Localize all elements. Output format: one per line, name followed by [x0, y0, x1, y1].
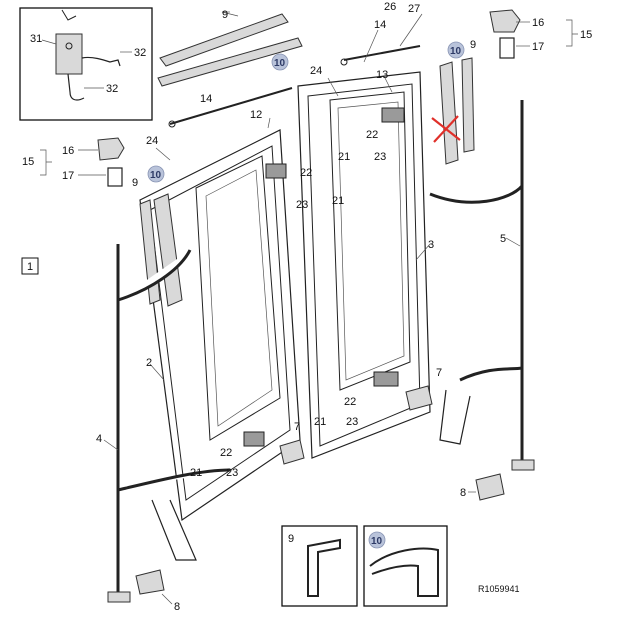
label-5: 5: [500, 233, 506, 245]
label-1: 1: [27, 261, 33, 273]
label-21: 21: [338, 151, 350, 163]
part-number-labels: 9 9 9 9 10 10 10 10 31 32 32 15 16 17 16…: [21, 1, 592, 613]
label-27: 27: [408, 3, 420, 15]
removed-part-cross: [431, 115, 461, 143]
label-21: 21: [190, 467, 202, 479]
inset-detail-box: [19, 7, 153, 121]
label-3: 3: [428, 239, 434, 251]
legend-left: [40, 137, 125, 187]
badge-10-box: 10: [371, 536, 383, 547]
label-17: 17: [62, 170, 74, 182]
label-24: 24: [146, 135, 158, 147]
label-23: 23: [296, 199, 308, 211]
profile-box-9: [281, 525, 358, 607]
label-32: 32: [134, 47, 146, 59]
label-23: 23: [226, 467, 238, 479]
label-14: 14: [374, 19, 386, 31]
right-seals: [431, 57, 475, 165]
label-9-box: 9: [288, 533, 294, 545]
label-4: 4: [96, 433, 102, 445]
label-16: 16: [62, 145, 74, 157]
label-7: 7: [294, 421, 300, 433]
label-15: 15: [22, 156, 34, 168]
label-8: 8: [174, 601, 180, 613]
label-8: 8: [460, 487, 466, 499]
right-door: [297, 71, 431, 459]
label-9: 9: [132, 177, 138, 189]
label-22: 22: [366, 129, 378, 141]
label-22: 22: [300, 167, 312, 179]
label-23: 23: [374, 151, 386, 163]
label-9: 9: [222, 9, 228, 21]
rod-14: [168, 45, 421, 128]
left-rod-4: [107, 244, 231, 603]
label-15: 15: [580, 29, 592, 41]
label-26: 26: [384, 1, 396, 13]
brackets: [135, 385, 505, 595]
label-9: 9: [470, 39, 476, 51]
legend-right: [489, 9, 578, 59]
leader-lines: [103, 11, 521, 605]
left-door: [139, 129, 301, 522]
label-17: 17: [532, 41, 544, 53]
badge-10: 10: [450, 46, 462, 57]
right-rod-5: [429, 100, 535, 471]
label-2: 2: [146, 357, 152, 369]
label-14: 14: [200, 93, 212, 105]
label-32: 32: [106, 83, 118, 95]
label-21: 21: [314, 416, 326, 428]
label-22: 22: [344, 396, 356, 408]
badge-10: 10: [150, 170, 162, 181]
label-7: 7: [436, 367, 442, 379]
label-13: 13: [376, 69, 388, 81]
badge-10: 10: [274, 58, 286, 69]
label-16: 16: [532, 17, 544, 29]
label-12: 12: [250, 109, 262, 121]
reference-code: R1059941: [478, 584, 520, 594]
label-22: 22: [220, 447, 232, 459]
label-23: 23: [346, 416, 358, 428]
label-24: 24: [310, 65, 322, 77]
label-21: 21: [332, 195, 344, 207]
top-rails: [157, 11, 303, 87]
label-31: 31: [30, 33, 42, 45]
